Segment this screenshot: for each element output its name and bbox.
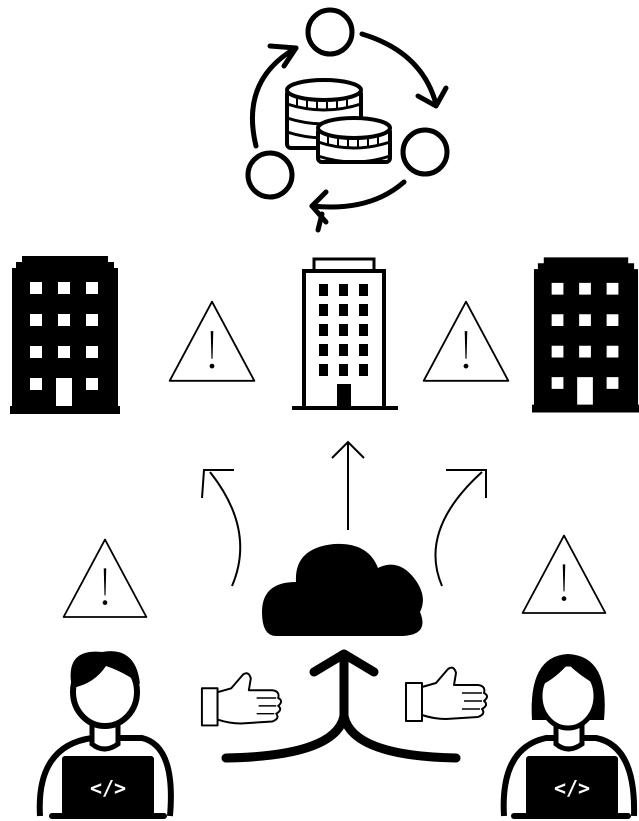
office-building-icon-center [292, 257, 398, 410]
money-cycle-icon [245, 7, 450, 233]
cycle-node-right [400, 127, 450, 177]
cycle-node-left [245, 150, 295, 200]
laptop-code-label-right: </> [554, 776, 590, 800]
cycle-arrow-bottom [309, 179, 407, 210]
cycle-node-top [305, 7, 355, 57]
split-arrow-icon [221, 649, 461, 763]
laptop-screen-right [526, 756, 618, 816]
curved-arrow-icon-right [434, 469, 487, 587]
laptop-code-label-left: </> [90, 776, 126, 800]
coins-icon [285, 78, 392, 164]
developer-icon-right: </> [500, 654, 638, 819]
office-building-icon-right [532, 257, 639, 413]
cycle-arrow-top-right [359, 31, 439, 107]
warning-icon-bottom-left [62, 538, 148, 619]
office-building-icon-left [10, 256, 120, 414]
cloud-icon [262, 543, 423, 636]
warning-icon-mid-right [422, 300, 510, 382]
developer-icon-left: </> [36, 651, 174, 819]
thumbs-up-icon-left [200, 672, 283, 727]
warning-icon-bottom-right [521, 534, 607, 614]
thumbs-up-icon-right [404, 666, 489, 723]
laptop-screen-left [62, 756, 154, 816]
curved-arrow-icon-left [201, 469, 242, 587]
warning-icon-mid-left [168, 300, 256, 382]
arrow-up-icon [331, 440, 365, 530]
cycle-arrow-left [250, 45, 299, 149]
coin-stack-front [316, 116, 392, 164]
